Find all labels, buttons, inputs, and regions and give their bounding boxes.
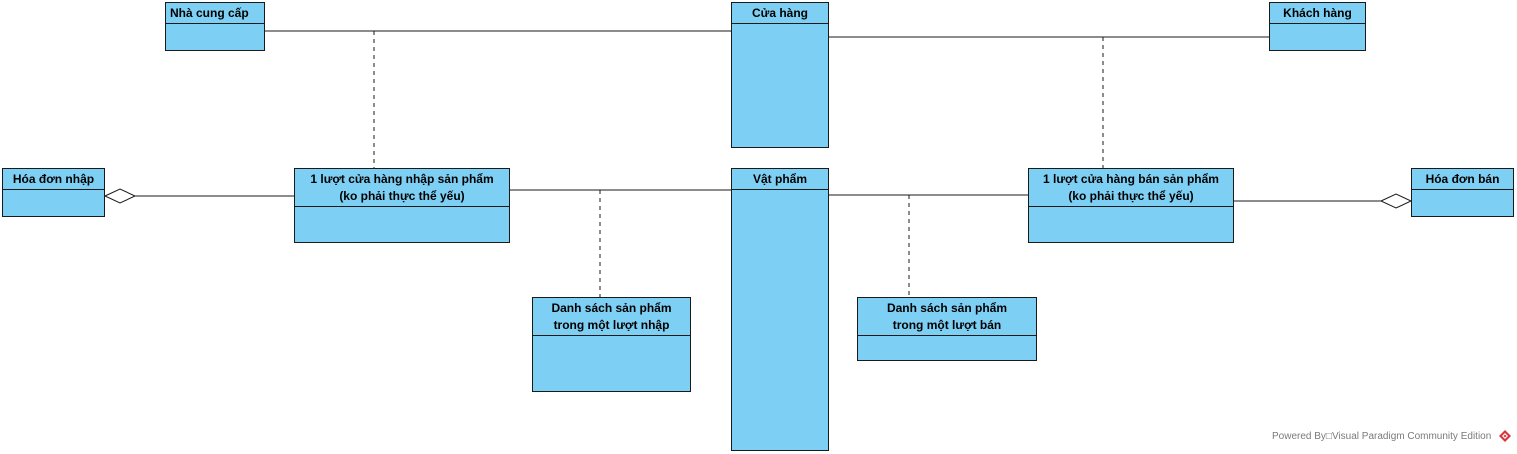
class-ds-ban[interactable]: Danh sách sản phẩm trong một lượt bán	[857, 297, 1037, 361]
class-name: Cửa hàng	[732, 3, 828, 24]
class-name: Danh sách sản phẩm trong một lượt nhập	[533, 298, 690, 336]
class-name: Khách hàng	[1270, 3, 1365, 24]
class-ds-nhap[interactable]: Danh sách sản phẩm trong một lượt nhập	[532, 297, 691, 392]
class-luot-ban[interactable]: 1 lượt cửa hàng bán sản phẩm (ko phải th…	[1028, 168, 1234, 243]
class-nha-cung-cap[interactable]: Nhà cung cấp	[165, 2, 265, 51]
class-vat-pham[interactable]: Vật phẩm	[731, 168, 829, 451]
powered-by-watermark: Powered By□Visual Paradigm Community Edi…	[1272, 431, 1492, 442]
class-name: Danh sách sản phẩm trong một lượt bán	[858, 298, 1036, 336]
class-name: Hóa đơn nhập	[3, 169, 104, 190]
class-hoa-don-nhap[interactable]: Hóa đơn nhập	[2, 168, 105, 217]
class-cua-hang[interactable]: Cửa hàng	[731, 2, 829, 148]
class-name: Hóa đơn bán	[1412, 169, 1513, 190]
visual-paradigm-logo-icon	[1499, 430, 1511, 442]
class-hoa-don-ban[interactable]: Hóa đơn bán	[1411, 168, 1514, 217]
class-luot-nhap[interactable]: 1 lượt cửa hàng nhập sản phẩm (ko phải t…	[294, 168, 510, 243]
aggregation-diamond-sale-icon	[1379, 193, 1413, 209]
class-name: Vật phẩm	[732, 169, 828, 190]
class-name: 1 lượt cửa hàng bán sản phẩm (ko phải th…	[1029, 169, 1233, 207]
class-name: 1 lượt cửa hàng nhập sản phẩm (ko phải t…	[295, 169, 509, 207]
class-khach-hang[interactable]: Khách hàng	[1269, 2, 1366, 51]
class-name: Nhà cung cấp	[166, 3, 264, 24]
aggregation-diamond-import-icon	[103, 188, 137, 204]
